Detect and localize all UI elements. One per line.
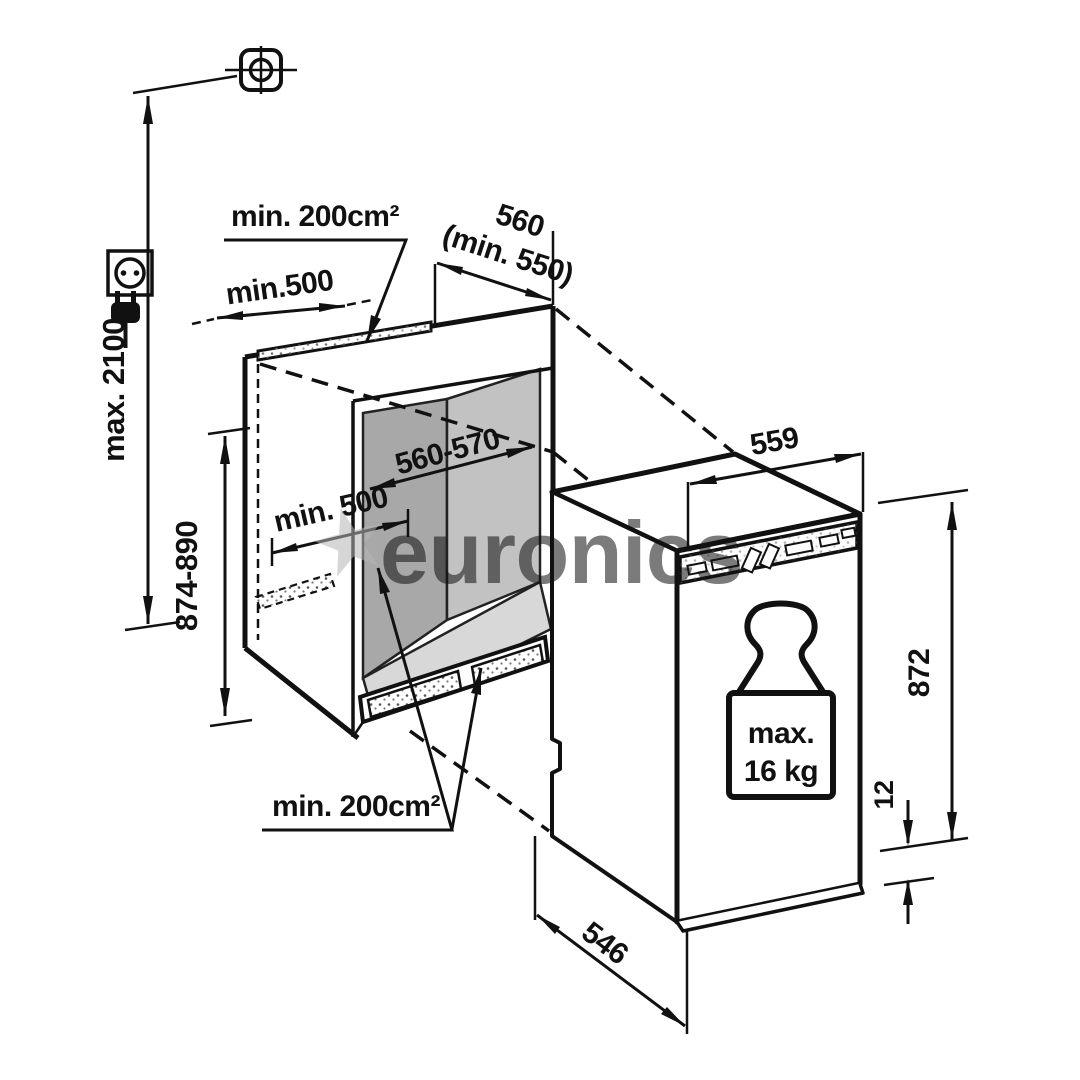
projection-line-bottom <box>408 729 551 833</box>
top-vent-label: min. 200cm² <box>231 200 399 233</box>
niche-height-label: 874-890 <box>169 521 204 631</box>
projection-line-upper-right <box>554 307 735 454</box>
weight-max-label: max. <box>748 717 814 750</box>
top-clearance-label: min.500 <box>224 264 336 312</box>
star-icon <box>314 508 381 577</box>
base-recess-label: 12 <box>869 780 899 809</box>
weight-value-label: 16 kg <box>744 755 818 788</box>
projection-line-top <box>259 362 554 454</box>
appliance-height-label: 872 <box>903 649 936 698</box>
niche-opening-top-edge <box>352 366 554 403</box>
weight-icon: max. 16 kg <box>726 600 836 800</box>
position-mark-icon <box>132 46 297 95</box>
fridge-base-edge <box>675 883 865 933</box>
icons-group <box>106 46 297 348</box>
appliance-width-label: 559 <box>748 421 802 462</box>
dim-niche-height: 874-890 <box>169 426 253 728</box>
appliance-depth-label: 546 <box>575 916 634 972</box>
niche-floor-vent-hidden <box>254 572 336 611</box>
bottom-vent-label: min. 200cm² <box>272 790 440 823</box>
dim-niche-depth: 560 (min. 550) <box>433 198 577 324</box>
max-height-label: max. 2100 <box>96 318 131 462</box>
fridge-control-panel <box>678 519 859 586</box>
position-leader-line <box>132 74 238 95</box>
dim-top-vent-area: min. 200cm² <box>224 200 409 342</box>
fridge-drawing: max. 16 kg <box>549 451 865 933</box>
dim-max-total-height: max. 2100 <box>96 96 181 632</box>
dim-base-recess: 12 <box>869 780 935 924</box>
watermark-text: euronics <box>380 503 743 602</box>
watermark: euronics <box>314 503 743 602</box>
dim-top-clearance: min.500 <box>191 264 373 326</box>
power-plug-icon <box>111 291 140 348</box>
power-socket-icon <box>106 249 154 297</box>
niche-top-vent <box>256 320 433 362</box>
dim-appliance-width: 559 <box>686 421 865 547</box>
dim-bottom-vent-area: min. 200cm² <box>262 567 483 832</box>
dim-appliance-height: 872 <box>877 488 969 853</box>
niche-bottom-break-edge <box>243 646 360 740</box>
